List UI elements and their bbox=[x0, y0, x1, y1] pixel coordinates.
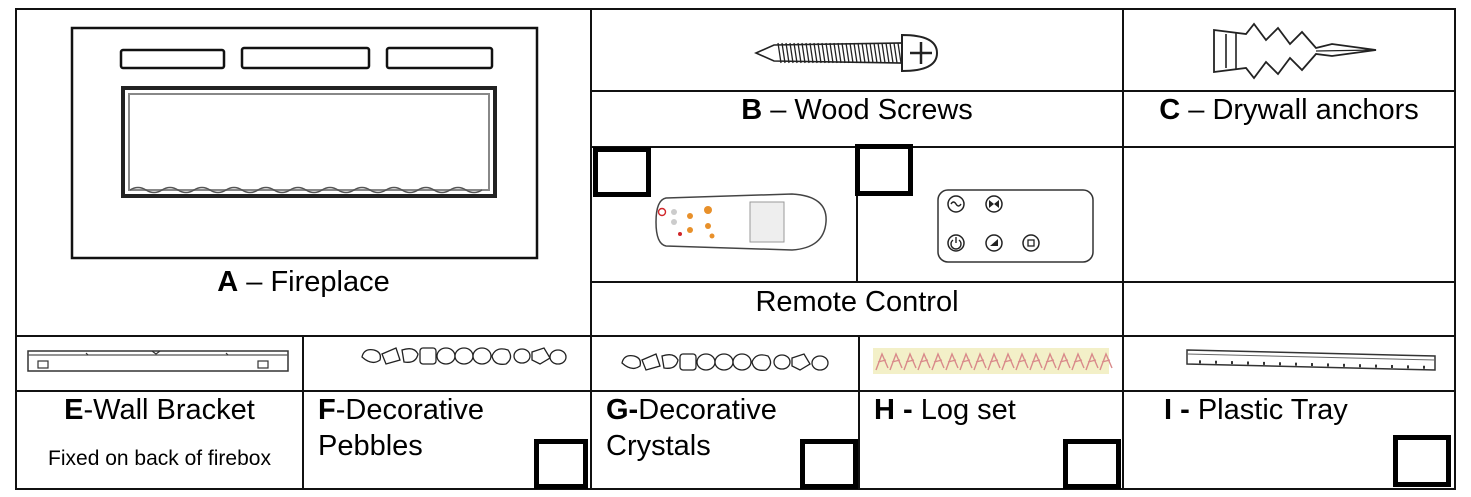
handheld-remote-illustration bbox=[655, 193, 827, 251]
part-label-h: H - Log set bbox=[874, 394, 1016, 426]
checkbox-pebbles[interactable] bbox=[534, 439, 588, 489]
part-label-i: I - Plastic Tray bbox=[1164, 394, 1348, 426]
part-label-g: G-Decorative bbox=[606, 394, 777, 426]
checkbox-remote-handheld[interactable] bbox=[593, 147, 651, 197]
grid-line bbox=[1454, 8, 1456, 490]
grid-line bbox=[1122, 8, 1124, 336]
part-label-a: A – Fireplace bbox=[217, 266, 390, 298]
grid-line bbox=[15, 390, 1456, 392]
part-label-f-line2: Pebbles bbox=[318, 430, 423, 462]
grid-line bbox=[590, 8, 592, 490]
control-panel-illustration bbox=[937, 189, 1094, 263]
fireplace-illustration bbox=[70, 26, 539, 260]
crystals-illustration bbox=[621, 353, 829, 371]
grid-line bbox=[302, 335, 304, 490]
grid-line bbox=[1122, 335, 1124, 490]
checkbox-remote-panel[interactable] bbox=[855, 144, 913, 196]
part-label-g-line2: Crystals bbox=[606, 430, 711, 462]
grid-line bbox=[590, 146, 1456, 148]
log-set-illustration bbox=[873, 348, 1113, 374]
part-note-e: Fixed on back of firebox bbox=[48, 447, 271, 470]
wood-screw-illustration bbox=[754, 33, 939, 73]
part-label-c: C – Drywall anchors bbox=[1159, 94, 1419, 126]
checkbox-log-set[interactable] bbox=[1063, 439, 1121, 489]
grid-line bbox=[15, 8, 1456, 10]
plastic-tray-illustration bbox=[1186, 349, 1436, 371]
part-label-b: B – Wood Screws bbox=[741, 94, 973, 126]
grid-line bbox=[590, 281, 1456, 283]
part-label-e: E-Wall Bracket bbox=[64, 394, 255, 426]
pebbles-illustration bbox=[361, 347, 567, 365]
grid-line bbox=[858, 335, 860, 490]
grid-line bbox=[856, 146, 858, 282]
checkbox-plastic-tray[interactable] bbox=[1393, 435, 1451, 487]
grid-line bbox=[590, 90, 1456, 92]
wall-bracket-illustration bbox=[27, 350, 289, 372]
grid-line bbox=[15, 335, 1456, 337]
checkbox-crystals[interactable] bbox=[800, 439, 858, 489]
part-label-remote: Remote Control bbox=[755, 286, 959, 318]
part-label-f: F-Decorative bbox=[318, 394, 485, 426]
drywall-anchor-illustration bbox=[1213, 22, 1377, 80]
grid-line bbox=[15, 8, 17, 490]
grid-line bbox=[15, 488, 1456, 490]
